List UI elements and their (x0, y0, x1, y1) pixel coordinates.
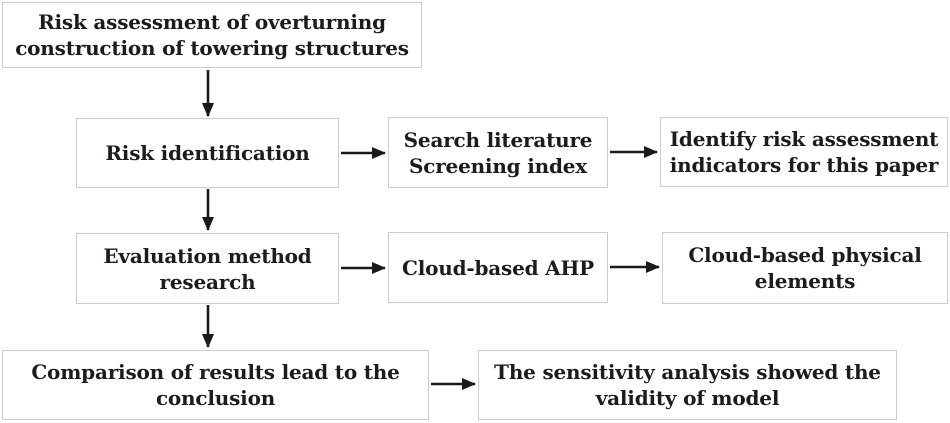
node-identify-indicators: Identify risk assessment indicators for … (660, 117, 948, 187)
node-cloud-based-ahp: Cloud-based AHP (388, 232, 608, 303)
node-evaluation-method: Evaluation method research (76, 233, 339, 304)
node-evaluation-method-label: Evaluation method research (103, 243, 312, 294)
node-risk-identification-label: Risk identification (105, 141, 310, 165)
node-cloud-based-physical-elements-label: Cloud-based physical elements (688, 243, 922, 293)
node-sensitivity-analysis-label: The sensitivity analysis showed the vali… (494, 360, 881, 410)
node-risk-assessment-title: Risk assessment of overturning construct… (2, 2, 422, 68)
node-search-literature-label: Search literature Screening index (403, 127, 593, 178)
node-sensitivity-analysis: The sensitivity analysis showed the vali… (478, 350, 897, 420)
node-comparison-conclusion-label: Comparison of results lead to the conclu… (31, 360, 400, 410)
node-identify-indicators-label: Identify risk assessment indicators for … (669, 127, 939, 177)
node-risk-identification: Risk identification (76, 118, 339, 188)
node-cloud-based-physical-elements: Cloud-based physical elements (662, 232, 948, 304)
node-cloud-based-ahp-label: Cloud-based AHP (401, 255, 594, 280)
node-search-literature: Search literature Screening index (388, 117, 608, 188)
node-risk-assessment-title-label: Risk assessment of overturning construct… (15, 10, 409, 60)
node-comparison-conclusion: Comparison of results lead to the conclu… (2, 350, 429, 420)
